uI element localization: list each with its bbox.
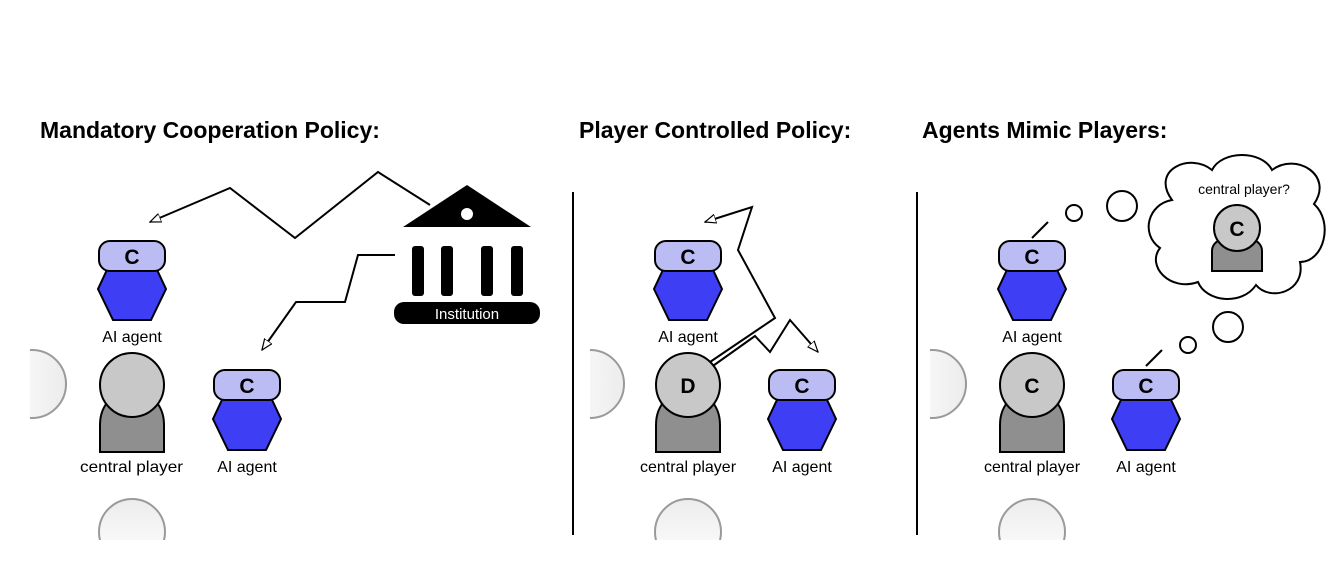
agent-badge-text: C [1024,246,1039,269]
neighbor-player-ghost-bottom [998,498,1066,540]
agent-badge [213,369,281,401]
thought-tick-top-agent [1031,221,1049,239]
player-badge-text: C [1024,375,1039,398]
agent-label: AI agent [217,459,277,476]
ai-agent-right: C AI agent [1110,369,1182,476]
panel2-title: Player Controlled Policy: [579,117,851,143]
institution-label: Institution [435,306,499,323]
agent-label: AI agent [772,459,832,476]
agent-label: AI agent [1116,459,1176,476]
panel3: central player? C C AI agent C central p… [930,154,1326,540]
player-label: central player [984,459,1081,476]
institution-link-to-top-agent [150,170,431,240]
agent-badge [1112,369,1180,401]
central-player: central player [80,352,184,476]
agent-label: AI agent [658,329,718,346]
agent-badge-text: C [124,246,139,269]
thought-trail-dot [1212,311,1244,343]
ai-agent-top: C AI agent [652,240,724,346]
ai-agent-top: C AI agent [96,240,168,346]
thought-player-badge-text: C [1229,218,1244,241]
panel2: C AI agent D central player C AI agent [590,205,838,540]
agent-badge [98,240,166,272]
agent-label: AI agent [102,329,162,346]
player-link-to-right-agent [709,318,818,369]
player-head [655,352,721,418]
panel1: Institution C AI agent central player C … [30,170,540,540]
player-badge-text: D [680,375,695,398]
agent-badge [998,240,1066,272]
central-player: C central player [984,352,1081,476]
neighbor-player-ghost-bottom [98,498,166,540]
player-label: central player [80,459,184,476]
institution-icon: Institution [394,185,540,324]
agent-badge [654,240,722,272]
ai-agent-right: C AI agent [766,369,838,476]
neighbor-player-ghost-left [930,349,967,419]
agent-badge-text: C [1138,375,1153,398]
agent-badge-text: C [794,375,809,398]
ai-agent-right: C AI agent [211,369,283,476]
agent-label: AI agent [1002,329,1062,346]
neighbor-player-ghost-left [590,349,625,419]
panel3-title: Agents Mimic Players: [922,117,1167,143]
agent-badge [768,369,836,401]
agent-badge-text: C [239,375,254,398]
thought-trail-dot [1106,190,1138,222]
thought-player-head [1213,204,1261,252]
central-player: D central player [640,352,737,476]
thought-trail-dot [1065,204,1083,222]
thought-text: central player? [1198,181,1290,197]
player-link-to-top-agent [705,205,777,363]
thought-tick-right-agent [1145,349,1163,367]
neighbor-player-ghost-left [30,349,67,419]
thought-trail-dot [1179,336,1197,354]
player-head [999,352,1065,418]
thought-cloud: central player? C [1147,154,1326,300]
ai-agent-top: C AI agent [996,240,1068,346]
player-head [99,352,165,418]
agent-badge-text: C [680,246,695,269]
institution-link-to-right-agent [262,254,395,350]
player-label: central player [640,459,737,476]
neighbor-player-ghost-bottom [654,498,722,540]
panel1-title: Mandatory Cooperation Policy: [40,117,380,143]
